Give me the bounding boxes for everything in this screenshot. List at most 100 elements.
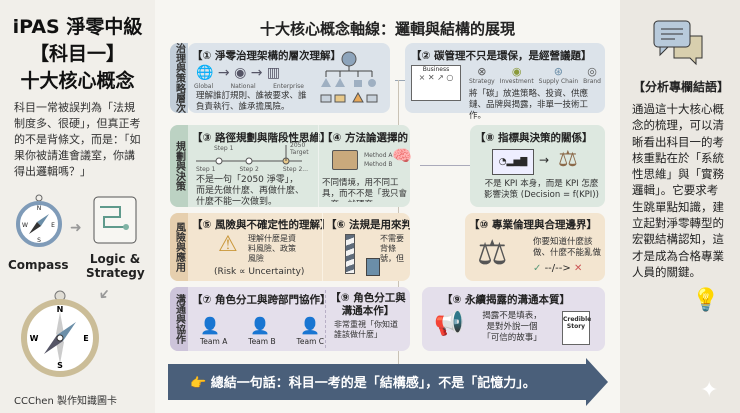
compass-e: E [83,334,88,343]
card-3-text: 不是一句「2050 淨零」，而是先做什麼、再做什麼、什麼不能一次做到。 [196,175,305,207]
divider [318,125,319,207]
team-c-label: Team C [296,337,324,346]
logic-strategy-label: Logic & Strategy [86,252,145,280]
row-label-governance: 治理與策略層次 [170,43,188,113]
summary-sentence: 總結一句話：科目一考的是「結構感」，不是「記憶力」。 [210,376,536,391]
step-label: Step 1 [196,166,216,173]
step-label: Step 2 [239,166,259,173]
method-a: Method A [364,152,393,159]
board-label: Business [422,66,450,73]
chat-bubbles-icon [653,20,703,66]
card-6-title: 【⑥ 法規是用來判斷方向】 [326,219,410,231]
summary-text: 👉 總結一句話：科目一考的是「結構感」，不是「記憶力」。 [190,372,590,391]
card-text: 揭露不是填表，是對外說一個「可信的故事」 [482,311,542,343]
credible-story-document-icon: Credible Story [562,311,591,345]
card-title: 【① 淨零治理架構的層次理解】 [192,50,342,62]
megaphone-icon: ◎ [587,65,597,78]
card-title: 【⑩ 專業倫理與合理邊界】 [469,219,598,231]
card-text: 不是 KPI 本身，而是 KPI 怎麼影響決策 (Decision = f(KP… [484,179,599,200]
card-8: 【⑧ 指標與決策的關係】 ◔▂▅▇ → ⚖ 不是 KPI 本身，而是 KPI 怎… [470,125,605,207]
card-5-text: 理解什麼是資料風險、政策風險 [248,234,296,263]
title-line: 【科目一】 [29,43,125,65]
card-9b: 【⑨ 永續揭露的溝通本質】 📢 揭露不是填表，是對外說一個「可信的故事」 Cre… [422,287,605,351]
main-title: 十大核心概念軸線：邏輯與結構的展現 [259,20,515,38]
card-1: 【① 淨零治理架構的層次理解】 🌐 → ◉ → ▥ Global Nationa… [188,43,390,113]
scales-icon: ⚖ [477,233,508,273]
strategy-icon: ⊗ [477,65,487,78]
business-items: ⊗Strategy ◉Investment ⊛Supply Chain ◎Bra… [469,65,601,85]
toolbox-icon [332,150,358,170]
investment-icon: ◉ [511,65,522,78]
item-label: Brand [583,78,601,85]
card-text: 你要知道什麼該做、什麼不能亂做 [533,237,602,258]
step-label: Step 2... [282,166,308,173]
person-icon: 👤 [250,316,270,335]
analysis-text: 通過這十大核心概念的梳理，可以清晰看出科目一的考核重點在於「系統性思維」與「實務… [632,102,724,279]
item-investment: ◉Investment [500,65,534,85]
arrow-right-icon: ➜ [70,220,82,236]
arrow-icon: → [539,153,550,167]
methods: Method A Method B [364,151,393,169]
cross-icon: ✕ [573,263,583,274]
allowed-not-allowed-icons: ✓ --/--> ✕ [533,263,583,274]
team-b-label: Team B [248,337,276,346]
risk-formula: (Risk ∝ Uncertainty) [214,267,305,277]
level-global: Global [194,83,214,90]
scroll-strategy-icon [93,196,137,244]
summary-arrowhead [586,358,608,406]
team-a-label: Team A [200,337,228,346]
card-4-title: 【④ 方法論選擇的判斷力】 [322,132,408,144]
analysis-title: 【分析專欄結語】 [632,80,729,94]
item-label: Supply Chain [538,78,579,85]
compass-s: S [37,237,41,244]
card-5-title: 【⑤ 風險與不確定性的理解】 [192,219,331,231]
item-label: Strategy [469,78,495,85]
right-panel [620,0,740,413]
connector [395,80,407,81]
compass-w: W [22,222,28,229]
compass-e: E [51,222,55,229]
card-text: 將「碳」放進策略、投資、供應鏈、品牌與揭露，非單一技術工作。 [469,89,589,121]
compass-n: N [37,205,42,212]
check-icon: ✓ [533,263,542,274]
method-b: Method B [364,161,393,168]
warning-icon: ⚠ [218,232,238,257]
dashboard-chart-icon: ◔▂▅▇ [492,149,534,175]
card-9a-text: 非常重視「你知道誰該做什麼」 [334,320,398,339]
target-label: 2050 Target [290,142,309,156]
small-compass-icon: N W E S [16,194,62,247]
card-title: 【⑧ 指標與決策的關係】 [475,132,593,144]
item-label: Investment [499,78,534,85]
card-title: 【② 碳管理不只是環保，是經營議題】 [411,50,592,62]
credit-text: CCChen 製作知識圖卡 [14,396,117,407]
level-enterprise: Enterprise [273,83,304,90]
card-9a-title: 【⑨ 角色分工與溝通本作】 [330,292,406,317]
row-communication [170,287,410,351]
card-title: 【⑨ 永續揭露的溝通本質】 [442,294,571,306]
compass-w: W [30,334,39,343]
title-line: 十大核心概念 [20,70,135,92]
person-icon: 👤 [200,316,220,335]
brain-icon: 🧠 [392,146,412,165]
lightbulb-icon: 💡 [692,288,720,313]
compass-label: Compass [8,258,69,272]
person-icon: 👤 [300,316,320,335]
card-10: 【⑩ 專業倫理與合理邊界】 ⚖ 你要知道什麼該做、什麼不能亂做 ✓ --/-->… [465,213,605,281]
card-7-title: 【⑦ 角色分工與跨部門協作】 [192,294,331,306]
business-board-icon: Business× ✕ ↗ ○ [411,65,461,101]
megaphone-icon: 📢 [434,309,464,337]
sparkle-icon: ✦ [700,378,719,403]
level-national: National [230,83,256,90]
large-compass-icon: N W E S [21,290,99,377]
item-supply-chain: ⊛Supply Chain [539,65,579,85]
item-strategy: ⊗Strategy [469,65,495,85]
page-title: iPAS 淨零中級 【科目一】 十大核心概念 [0,14,155,95]
roadmap-timeline-icon [196,145,302,165]
step-top-label: Step 1 [214,145,234,152]
row-label-risk: 風險與應用 [170,213,188,281]
team-people-icons: 👤 👤 👤 [200,316,320,335]
connector [420,165,470,166]
row-planning [170,125,410,207]
globe-to-enterprise-icons: 🌐 → ◉ → ▥ [196,65,281,81]
divider [325,290,326,348]
